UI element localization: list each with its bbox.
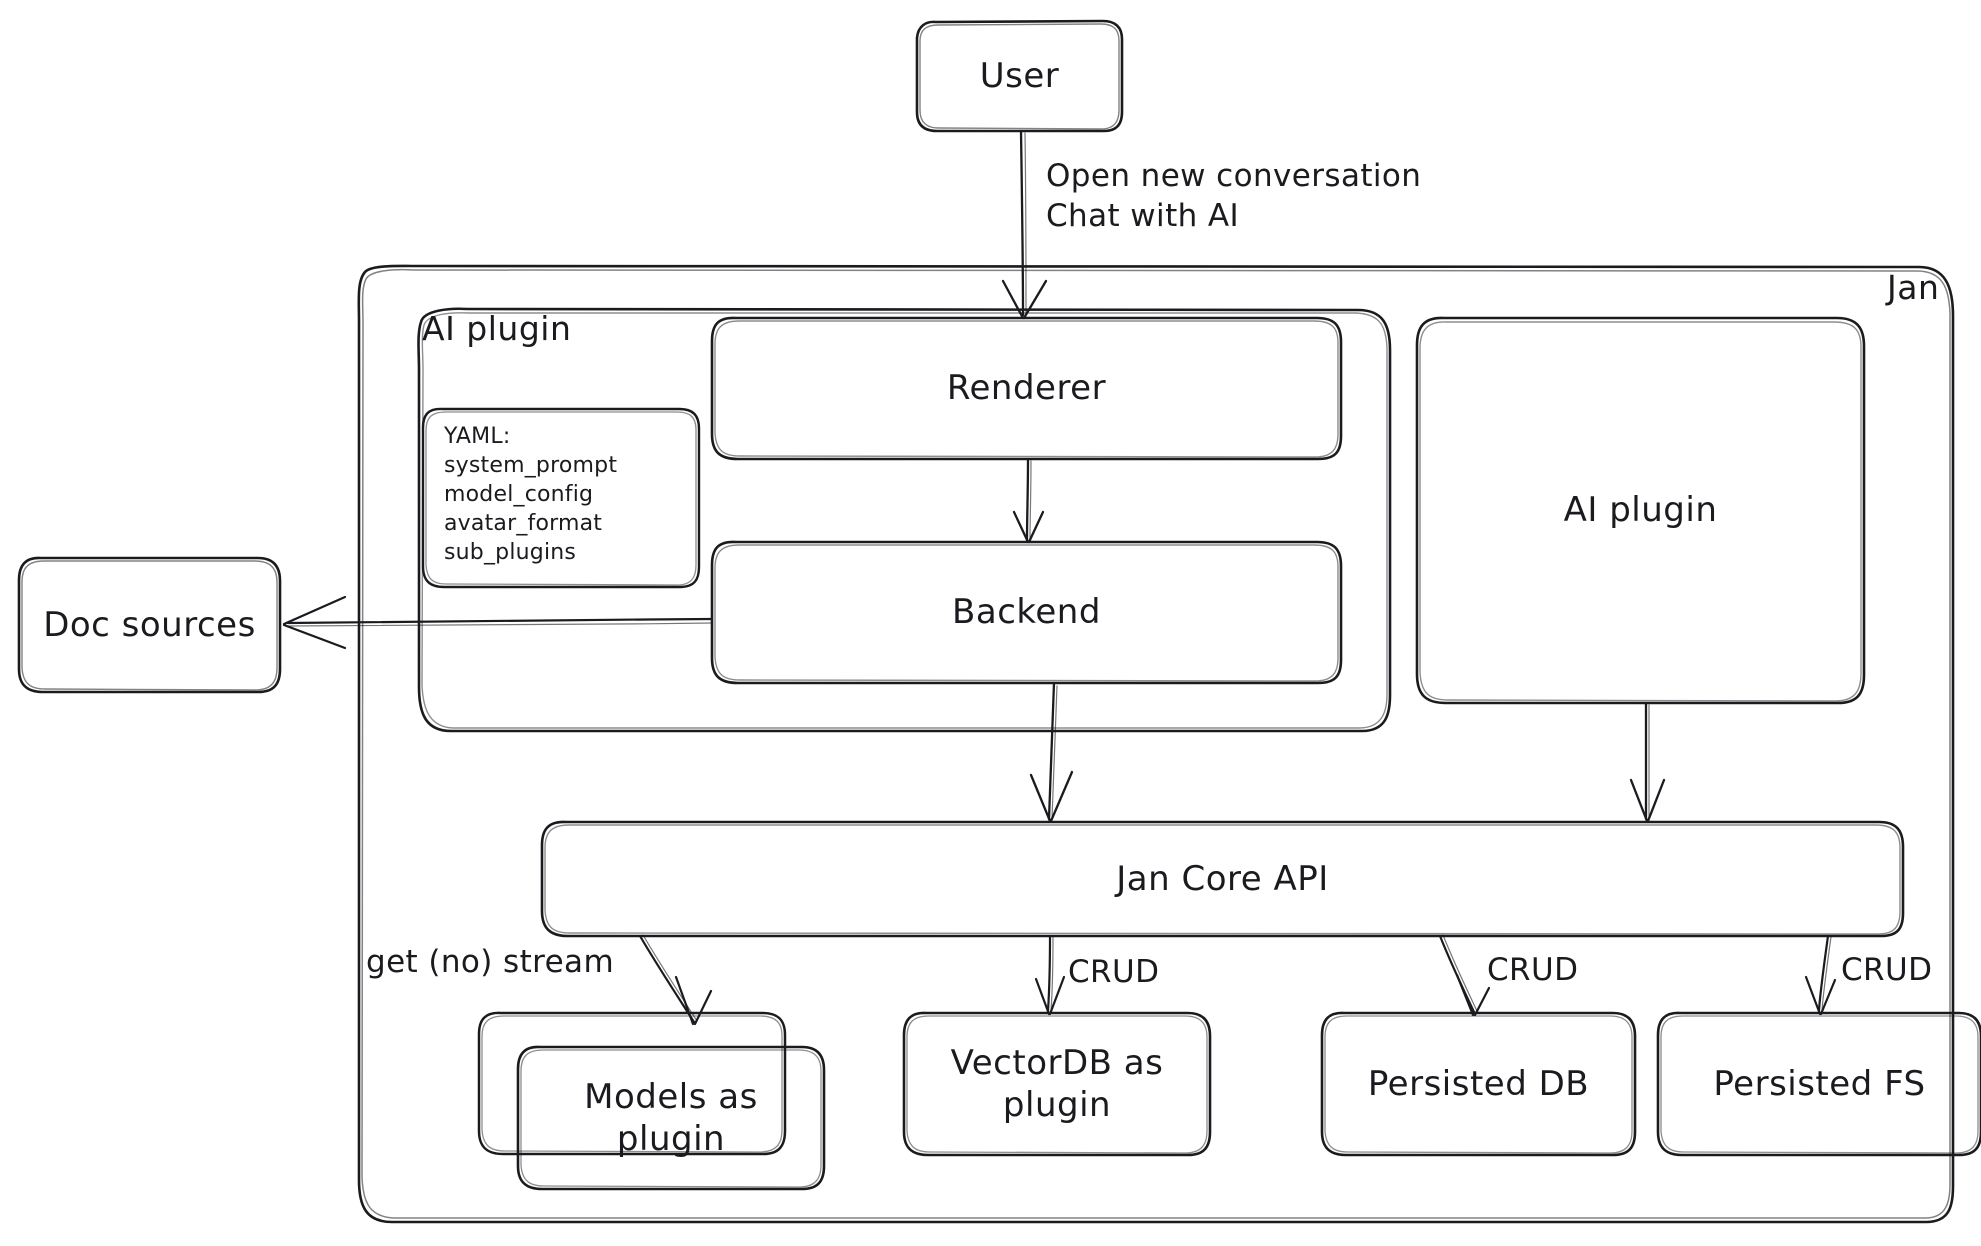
node-user[interactable] — [915, 19, 1124, 133]
edge-label-crud-vectordb: CRUD — [1068, 954, 1160, 990]
edge-jan-core-api-to-persisted-db — [1438, 934, 1491, 1017]
container-jan — [357, 264, 1955, 1224]
container-ai-plugin-group-label: AI plugin — [422, 309, 572, 348]
node-yaml-note — [421, 407, 701, 589]
edge-label-crud-persisted-db: CRUD — [1487, 952, 1579, 988]
container-ai-plugin-group — [417, 307, 1392, 733]
edge-backend-to-jan-core-api — [1029, 681, 1074, 823]
edge-label-user-to-renderer: Open new conversation Chat with AI — [1046, 158, 1422, 235]
node-persisted-db[interactable] — [1320, 1011, 1637, 1157]
edge-label-crud-persisted-fs: CRUD — [1841, 952, 1933, 988]
edge-renderer-to-backend — [1012, 457, 1045, 544]
edge-label-get-no-stream: get (no) stream — [366, 944, 615, 980]
node-vectordb-as-plugin[interactable] — [902, 1011, 1212, 1157]
edge-ai-plugin-to-jan-core-api — [1629, 701, 1666, 823]
node-doc-sources[interactable] — [17, 556, 282, 694]
node-models-as-plugin-shadow — [477, 1011, 787, 1156]
node-jan-core-api[interactable] — [540, 820, 1905, 938]
edge-jan-core-api-to-vectordb — [1034, 934, 1066, 1016]
yaml-note-text: YAML: system_prompt model_config avatar_… — [444, 424, 618, 566]
container-jan-label: Jan — [1887, 268, 1940, 307]
node-persisted-fs[interactable] — [1656, 1011, 1981, 1157]
node-ai-plugin[interactable] — [1415, 316, 1866, 705]
node-renderer[interactable] — [710, 316, 1343, 461]
edge-user-to-renderer — [1001, 129, 1048, 320]
node-backend[interactable] — [710, 540, 1343, 685]
edge-jan-core-api-to-models — [638, 934, 713, 1026]
edge-backend-to-doc-sources — [282, 595, 714, 650]
edge-jan-core-api-to-persisted-fs — [1804, 934, 1837, 1016]
node-models-as-plugin[interactable] — [516, 1045, 826, 1191]
